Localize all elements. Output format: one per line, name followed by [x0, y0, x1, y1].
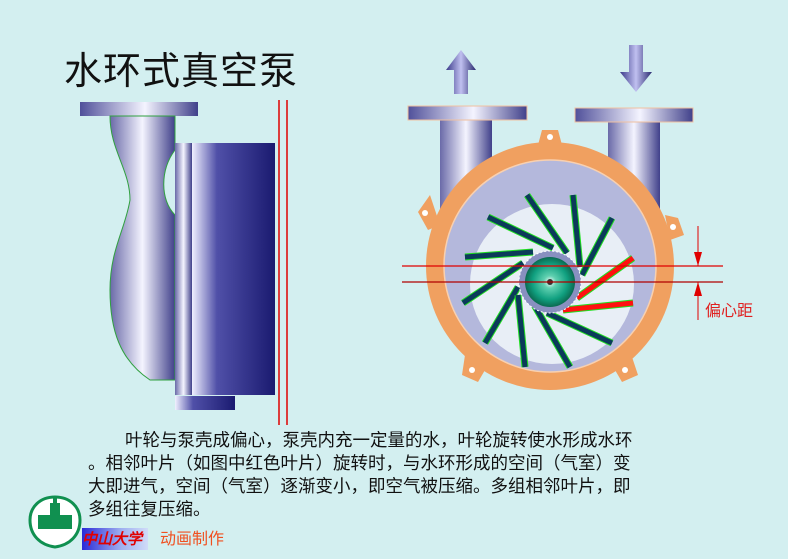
blade: [486, 214, 555, 251]
eccentricity-label: 偏心距: [705, 301, 754, 320]
inlet-flange: [574, 107, 694, 123]
side-body: [192, 143, 275, 395]
blade: [515, 294, 528, 368]
impeller-blades: [461, 193, 636, 369]
blade: [482, 285, 521, 345]
description-line: 多组往复压缩。: [88, 500, 211, 520]
page-title: 水环式真空泵: [64, 49, 299, 93]
university-logo: [28, 495, 82, 549]
arrow-up-icon: [446, 50, 476, 94]
active-blade: [575, 255, 635, 301]
side-volute: [109, 115, 176, 381]
arrow-down-icon: [694, 252, 702, 266]
description-line: 叶轮与泵壳成偏心，泵壳内充一定量的水，叶轮旋转使水形成水环: [125, 431, 633, 451]
credit-text: 动画制作: [160, 529, 225, 548]
blade: [530, 301, 573, 369]
description: 叶轮与泵壳成偏心，泵壳内充一定量的水，叶轮旋转使水形成水环 。相邻叶片（如图中红…: [88, 430, 633, 522]
side-plate: [175, 143, 192, 395]
side-top-flange: [80, 102, 198, 116]
outlet-flange: [407, 105, 528, 121]
arrow-up-icon: [694, 282, 702, 296]
active-blade: [562, 300, 634, 313]
university-name: 中山大学: [82, 528, 148, 550]
blade: [570, 194, 583, 268]
blade: [524, 193, 570, 255]
blade: [545, 310, 614, 346]
description-line: 大即进气，空间（气室）逐渐变小，即空气被压缩。多组相邻叶片，即: [88, 477, 631, 497]
description-line: 。相邻叶片（如图中红色叶片）旋转时，与水环形成的空间（气室）变: [88, 454, 631, 474]
arrow-down-icon: [620, 45, 652, 92]
blade: [464, 249, 534, 260]
side-base: [175, 396, 235, 410]
blade: [461, 260, 525, 306]
side-view: [80, 100, 288, 425]
